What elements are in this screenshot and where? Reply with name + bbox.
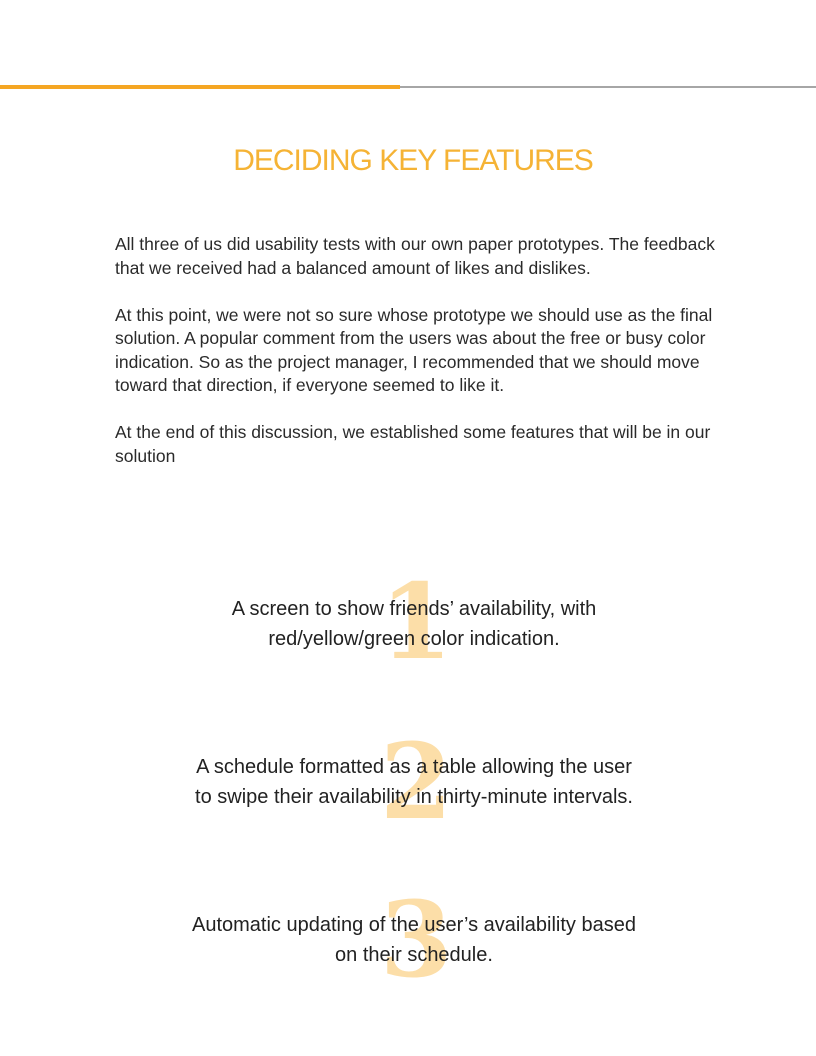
feature-line: A screen to show friends’ availability, … [231,598,597,620]
feature-description: Automatic updating of the user’s availab… [60,910,768,970]
paragraph-3: At the end of this discussion, we establ… [115,422,711,466]
header-accent-rule [0,85,400,89]
feature-number: 2 [380,720,453,843]
intro-text: All three of us did usability tests with… [115,233,747,492]
feature-number: 1 [380,560,453,683]
feature-3: 3 Automatic updating of the user’s avail… [0,878,816,1008]
header-gray-rule [400,86,816,88]
feature-line: red/yellow/green color indication. [268,628,560,650]
feature-2: 2 A schedule formatted as a table allowi… [0,720,816,850]
feature-1: 1 A screen to show friends’ availability… [0,560,816,690]
paragraph-1: All three of us did usability tests with… [115,234,715,278]
feature-line: A schedule formatted as a table allowing… [196,756,632,778]
feature-line: to swipe their availability in thirty-mi… [195,786,633,808]
feature-description: A screen to show friends’ availability, … [60,594,768,654]
page-title: DECIDING KEY FEATURES [233,144,594,177]
feature-line: Automatic updating of the user’s availab… [192,914,636,936]
feature-description: A schedule formatted as a table allowing… [60,752,768,812]
feature-line: on their schedule. [335,944,493,966]
paragraph-2: At this point, we were not so sure whose… [115,304,713,396]
feature-number: 3 [380,878,453,1001]
